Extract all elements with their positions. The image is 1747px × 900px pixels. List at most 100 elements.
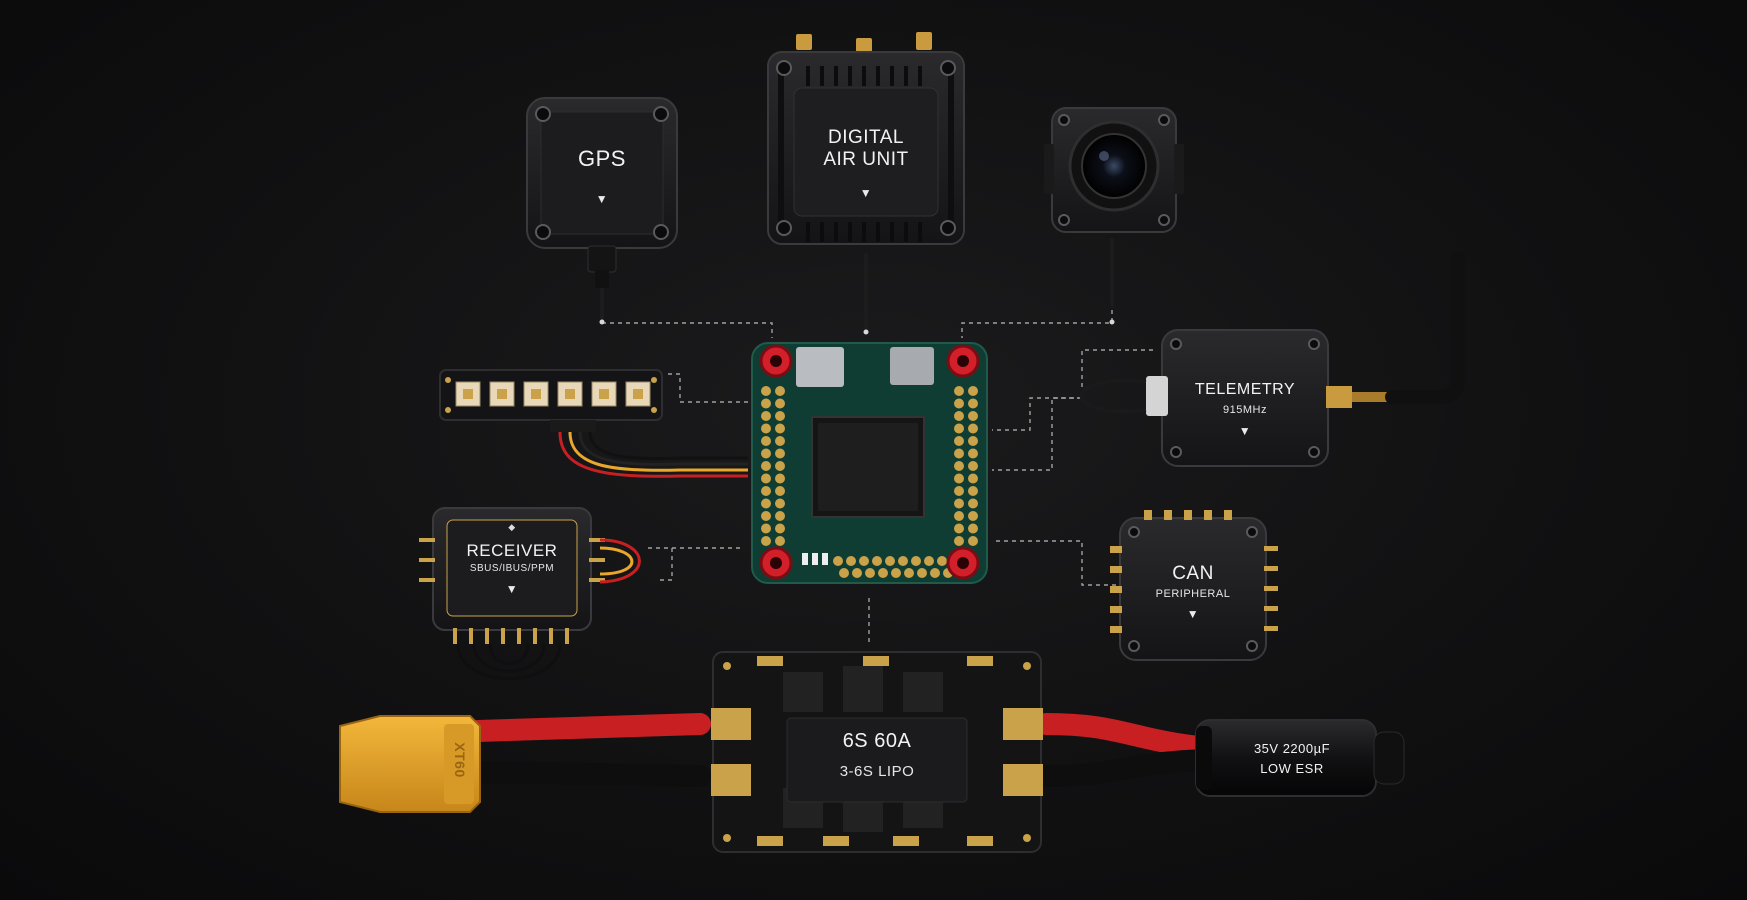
led-3 [523,381,549,407]
gps-marker: ▼ [595,192,609,206]
led-strip [439,369,663,432]
module-cables [600,238,1114,334]
solder-pad [911,556,921,566]
solder-pad [968,448,978,459]
solder-pad [775,511,785,521]
solder-pad [761,536,771,546]
receiver-marker: ▼ [505,582,519,596]
telemetry-module [1146,251,1465,467]
air-unit-module [767,32,965,245]
can-marker: ▼ [1186,607,1200,621]
solder-pad [954,398,964,409]
solder-pad [775,436,785,446]
link-telemetry-1 [992,349,1153,431]
solder-pad [954,473,964,484]
solder-pad [775,523,785,534]
led-1 [455,381,481,407]
solder-pad [968,498,978,509]
solder-pad [761,398,771,409]
telemetry-frequency: 915MHz [1223,404,1267,416]
solder-pad [833,556,843,566]
solder-pad [852,568,862,578]
solder-pad [839,568,849,578]
flight-controller [751,342,988,584]
solder-pad [761,436,771,446]
solder-pad [968,473,978,484]
solder-pad [968,486,978,496]
solder-pad [775,398,785,409]
solder-pad [954,411,964,421]
solder-pad [761,523,771,534]
can-title: CAN [1172,563,1214,584]
can-subtitle: PERIPHERAL [1155,588,1231,600]
solder-pad [968,461,978,471]
solder-pad [954,523,964,534]
solder-pad [937,556,947,566]
air-unit-title-2: AIR UNIT [823,149,909,170]
solder-pad [761,486,771,496]
xt60-embossed-text: XT60 [452,742,468,778]
solder-pad [968,411,978,421]
solder-pad [954,436,964,446]
solder-pad [775,498,785,509]
solder-pad [775,461,785,471]
solder-pad [761,461,771,471]
led-5 [591,381,617,407]
telemetry-title: TELEMETRY [1194,381,1296,398]
link-can [996,540,1118,586]
solder-pad [775,473,785,484]
solder-pad [954,386,964,396]
led-6 [625,381,651,407]
air-unit-marker: ▼ [859,186,873,200]
can-module [1110,510,1278,661]
solder-pad [885,556,895,566]
receiver-cables [456,538,641,680]
solder-pad [968,536,978,546]
solder-pad [775,423,785,434]
solder-pad [775,448,785,459]
solder-pad [761,498,771,509]
solder-pad [904,568,914,578]
battery-leads [467,713,1219,787]
telemetry-marker: ▼ [1238,424,1252,438]
xt60-connector [339,715,481,813]
solder-pad [775,536,785,546]
solder-pad [954,498,964,509]
receiver-protocols: SBUS/IBUS/PPM [469,563,555,574]
solder-pad [968,523,978,534]
esc-board [711,651,1043,853]
solder-pad [878,568,888,578]
link-gps [602,322,773,338]
link-receiver [648,547,744,581]
cable-ends [599,319,1115,335]
camera-module [1044,107,1184,233]
receiver-title: RECEIVER [466,541,558,560]
capacitor [1195,719,1405,797]
solder-pad [775,411,785,421]
link-camera [961,310,1113,338]
solder-pad [968,436,978,446]
capacitor-spec: 35V 2200µF [1253,741,1331,756]
solder-pad [968,386,978,396]
link-led [668,373,748,403]
solder-pad [859,556,869,566]
receiver-top-marker: ◆ [508,522,516,532]
solder-pad [775,486,785,496]
link-telemetry-2 [992,397,1082,471]
solder-pad [954,536,964,546]
solder-pad [761,511,771,521]
solder-pad [898,556,908,566]
esc-battery-spec: 3-6S LIPO [839,763,915,780]
solder-pad [954,486,964,496]
solder-pad [954,461,964,471]
solder-pad [846,556,856,566]
gps-title: GPS [578,146,626,171]
solder-pad [968,398,978,409]
solder-pad [954,511,964,521]
dashed-links [602,310,1153,643]
solder-pad [872,556,882,566]
solder-pad [968,423,978,434]
solder-pad [865,568,875,578]
